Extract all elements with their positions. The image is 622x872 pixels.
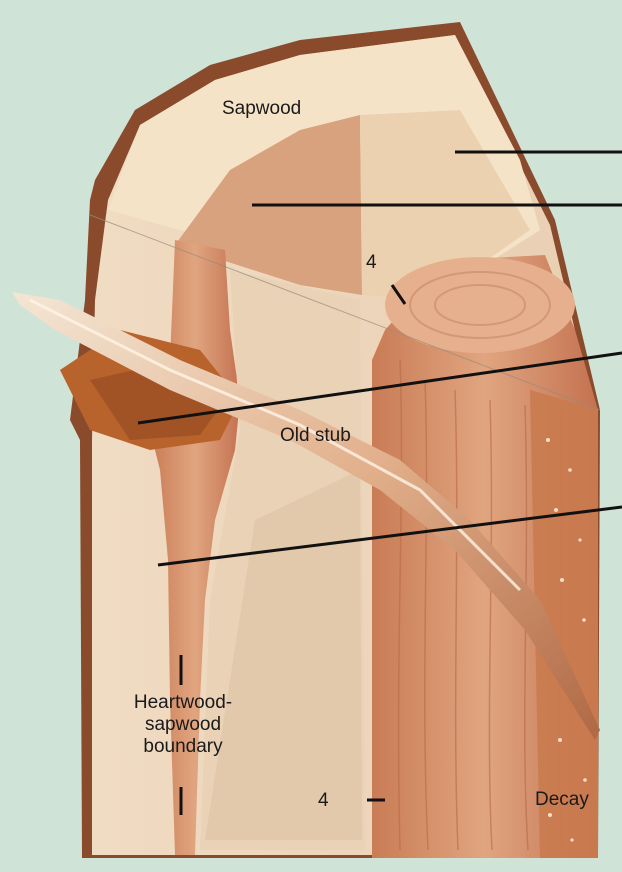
label-heartwood-line2: sapwood xyxy=(128,714,238,736)
label-heartwood-line3: boundary xyxy=(128,736,238,758)
label-decay: Decay xyxy=(535,789,589,811)
label-heartwood-sapwood-boundary: Heartwood- sapwood boundary xyxy=(128,692,238,758)
label-old-stub: Old stub xyxy=(280,425,351,447)
label-heartwood-line1: Heartwood- xyxy=(128,692,238,714)
label-marker-bottom: 4 xyxy=(318,790,329,812)
label-marker-top: 4 xyxy=(366,252,377,274)
label-sapwood: Sapwood xyxy=(222,98,301,120)
